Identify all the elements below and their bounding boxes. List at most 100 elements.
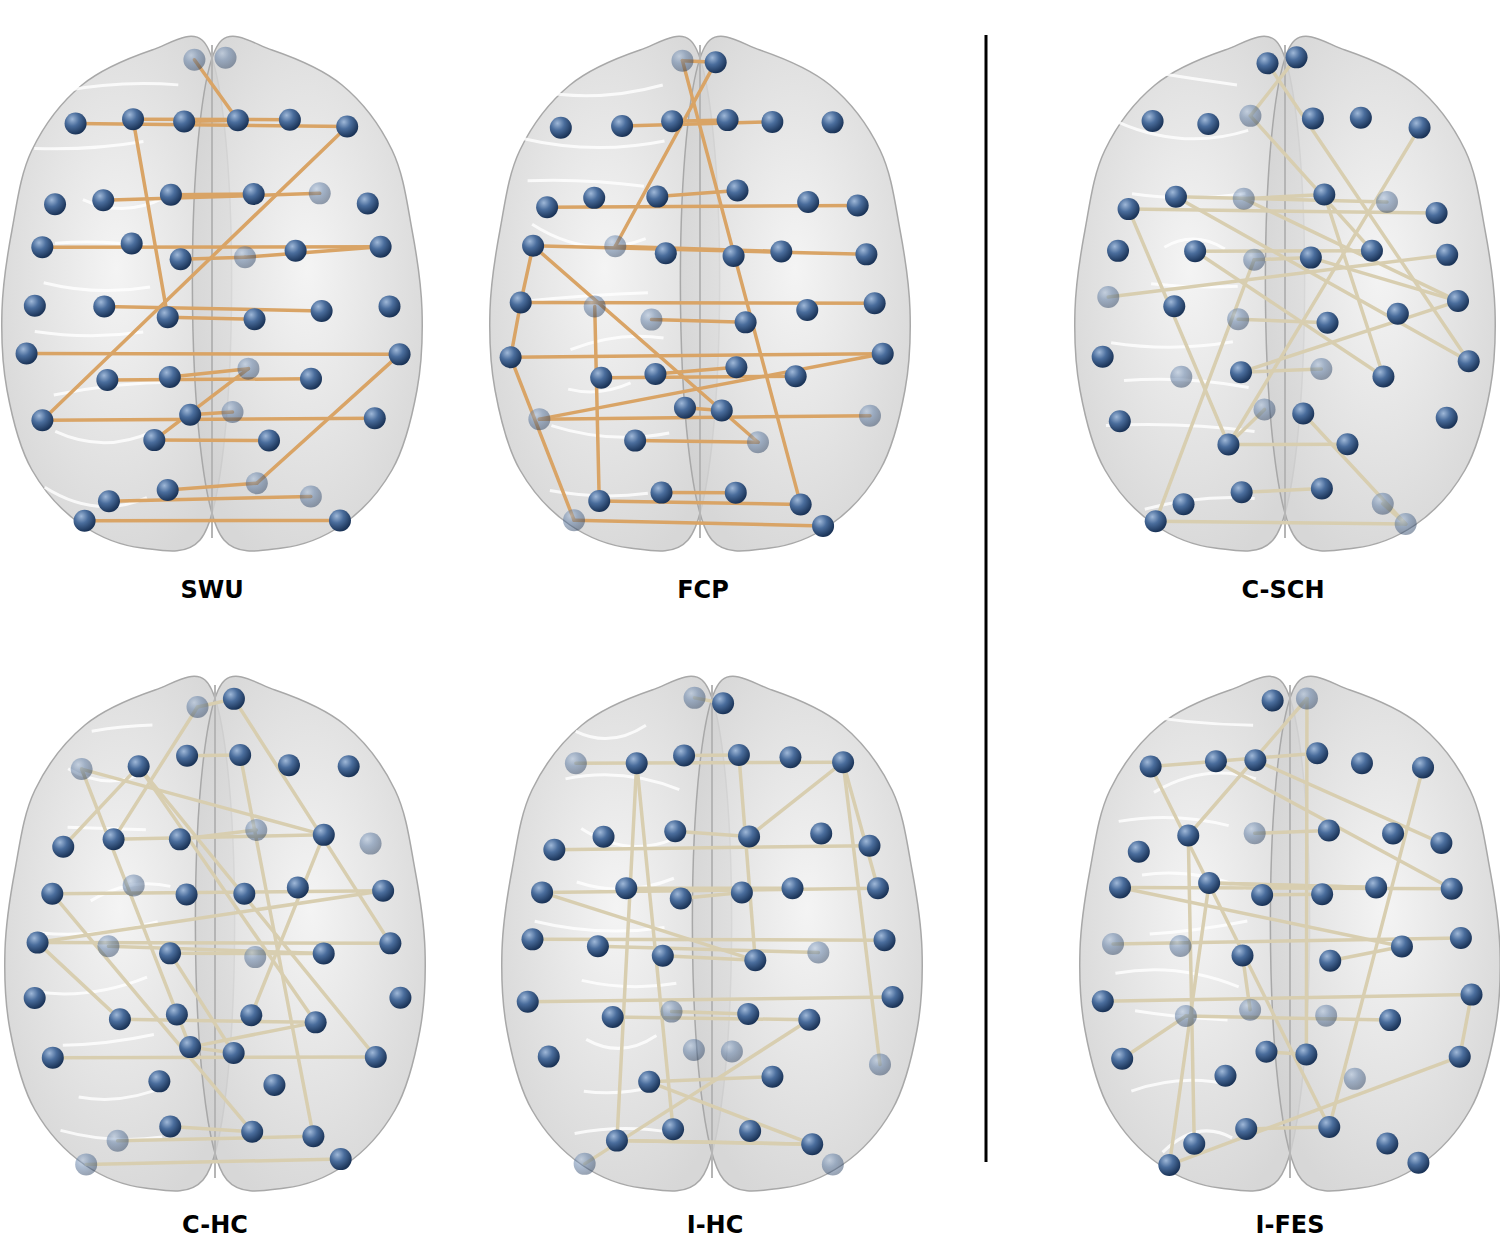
region-sphere	[234, 246, 256, 268]
region-sphere	[24, 987, 46, 1009]
region-sphere	[166, 1004, 188, 1026]
region-sphere	[169, 828, 191, 850]
region-sphere	[1227, 308, 1249, 330]
region-sphere	[664, 820, 686, 842]
connection-line	[843, 762, 880, 1064]
brain-gyrus	[34, 142, 143, 149]
region-sphere	[1436, 244, 1458, 266]
region-sphere	[360, 833, 382, 855]
region-sphere	[1235, 1118, 1257, 1140]
brain-gyrus	[582, 980, 677, 986]
region-sphere	[227, 109, 249, 131]
region-sphere	[159, 942, 181, 964]
region-sphere	[245, 819, 267, 841]
connection-line	[617, 1141, 812, 1145]
region-sphere	[187, 696, 209, 718]
region-sphere	[626, 752, 648, 774]
region-sphere	[244, 946, 266, 968]
brain-gyrus	[528, 180, 644, 186]
region-sphere	[590, 367, 612, 389]
region-sphere	[143, 429, 165, 451]
region-sphere	[1379, 1009, 1401, 1031]
region-sphere	[798, 1009, 820, 1031]
connection-line	[539, 416, 870, 419]
region-sphere	[183, 49, 205, 71]
region-sphere	[1372, 366, 1394, 388]
region-sphere	[721, 1040, 743, 1062]
connection-line	[599, 501, 800, 504]
region-sphere	[858, 835, 880, 857]
region-sphere	[761, 1066, 783, 1088]
connection-line	[595, 306, 600, 501]
region-sphere	[661, 110, 683, 132]
region-sphere	[1391, 935, 1413, 957]
region-sphere	[655, 242, 677, 264]
region-sphere	[44, 193, 66, 215]
connection-line	[739, 755, 755, 960]
region-sphere	[1395, 513, 1417, 535]
connection-line	[114, 707, 198, 839]
brain-hemisphere	[680, 36, 910, 551]
region-sphere	[640, 309, 662, 331]
region-sphere	[27, 932, 49, 954]
brain-panel	[5, 676, 426, 1191]
connection-line	[1209, 883, 1376, 887]
connection-line	[52, 891, 383, 894]
connection-line	[1238, 319, 1327, 323]
region-sphere	[602, 1006, 624, 1028]
region-sphere	[735, 311, 757, 333]
region-sphere	[1231, 481, 1253, 503]
region-sphere	[338, 755, 360, 777]
region-sphere	[1140, 756, 1162, 778]
region-sphere	[364, 407, 386, 429]
connection-line	[749, 762, 843, 836]
region-sphere	[796, 299, 818, 321]
region-sphere	[510, 291, 532, 313]
connection-line	[1228, 128, 1419, 445]
connection-line	[53, 1055, 376, 1059]
region-sphere	[157, 479, 179, 501]
region-sphere	[1255, 1041, 1277, 1063]
panel-label: FCP	[677, 576, 729, 604]
connection-line	[1129, 209, 1229, 444]
region-sphere	[278, 754, 300, 776]
connection-line	[662, 491, 736, 495]
region-sphere	[761, 111, 783, 133]
region-sphere	[1244, 749, 1266, 771]
panel-label: SWU	[180, 576, 243, 604]
midline	[214, 685, 216, 1178]
region-sphere	[389, 987, 411, 1009]
region-sphere	[372, 880, 394, 902]
region-sphere	[563, 509, 585, 531]
region-sphere	[728, 744, 750, 766]
connection-line	[1246, 1127, 1329, 1129]
region-sphere	[531, 881, 553, 903]
brain-gyrus	[35, 331, 143, 335]
region-sphere	[583, 187, 605, 209]
connection-line	[168, 483, 257, 490]
connection-line	[194, 60, 237, 120]
connection-line	[655, 367, 736, 374]
region-sphere	[179, 404, 201, 426]
region-sphere	[41, 883, 63, 905]
connection-line	[104, 307, 321, 311]
region-sphere	[16, 342, 38, 364]
region-sphere	[75, 1153, 97, 1175]
region-sphere	[74, 510, 96, 532]
region-sphere	[1217, 434, 1239, 456]
connection-line	[170, 953, 234, 1053]
connection-line	[511, 357, 574, 520]
brain-gyrus	[532, 224, 646, 247]
region-sphere	[285, 240, 307, 262]
panel-label: I-FES	[1256, 1211, 1325, 1239]
region-sphere	[1365, 876, 1387, 898]
region-sphere	[1317, 312, 1339, 334]
connection-line	[1103, 995, 1472, 1002]
region-sphere	[302, 1125, 324, 1147]
region-sphere	[1118, 198, 1140, 220]
region-sphere	[246, 472, 268, 494]
region-sphere	[223, 688, 245, 710]
divider-line	[985, 35, 988, 1162]
region-sphere	[822, 111, 844, 133]
region-sphere	[229, 744, 251, 766]
